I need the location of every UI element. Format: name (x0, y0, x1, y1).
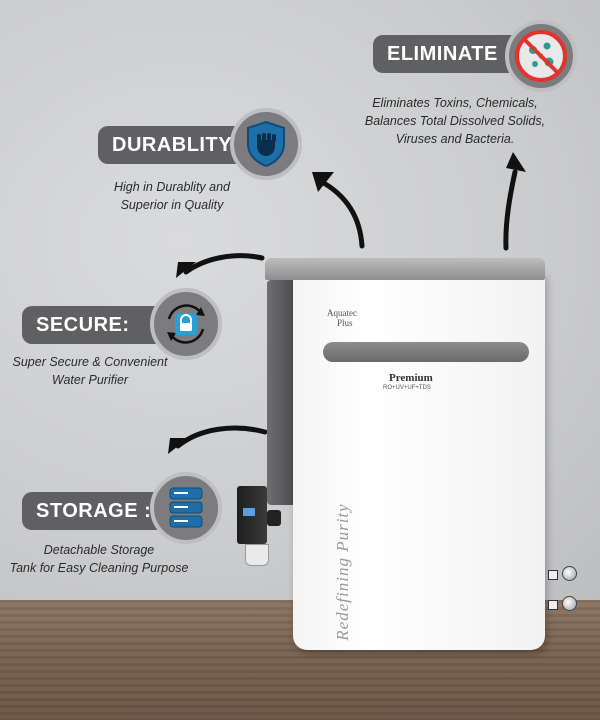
fist-shield-icon (247, 120, 285, 168)
durability-title: DURABLITY : (112, 133, 245, 156)
secure-title: SECURE: (36, 313, 130, 336)
inlet-knob-1 (562, 566, 577, 581)
model-name: Premium (389, 372, 433, 384)
tagline: Redefining Purity (333, 503, 352, 641)
durability-desc-line-1: High in Durablity and (113, 180, 231, 194)
durability-description: High in Durablity and Superior in Qualit… (82, 178, 262, 214)
purifier-top-cap (265, 258, 545, 280)
storage-label: STORAGE : (22, 492, 172, 530)
water-purifier: Aquatec Plus Premium RO+UV+UF+TDS Redefi… (237, 258, 585, 678)
eliminate-title: ELIMINATE : (387, 42, 512, 65)
storage-description: Detachable Storage Tank for Easy Cleanin… (4, 541, 194, 577)
durability-label: DURABLITY : (98, 126, 248, 164)
side-indicator-2 (548, 600, 558, 610)
secure-desc-line-1: Super Secure & Convenient (12, 355, 168, 369)
eliminate-description: Eliminates Toxins, Chemicals, Balances T… (340, 94, 570, 148)
no-germs-icon (515, 30, 567, 82)
purifier-body: Aquatec Plus Premium RO+UV+UF+TDS Redefi… (293, 272, 545, 650)
purifier-handle (323, 342, 529, 362)
arrow-secure (183, 253, 265, 275)
arrow-eliminate (503, 169, 518, 251)
storage-desc-line-1: Detachable Storage (43, 543, 155, 557)
eliminate-desc-line-1: Eliminates Toxins, Chemicals, (372, 96, 538, 110)
lock-refresh-icon (167, 304, 205, 344)
brand-line-2: Plus (337, 318, 353, 328)
database-icon (169, 487, 203, 528)
eliminate-desc-line-2: Balances Total Dissolved Solids, (364, 114, 546, 128)
eliminate-desc-line-3: Viruses and Bacteria. (395, 132, 515, 146)
durability-desc-line-2: Superior in Quality (120, 198, 224, 212)
model-subtitle: RO+UV+UF+TDS (383, 385, 431, 391)
arrow-storage (175, 425, 268, 449)
arrow-durability (319, 179, 365, 249)
secure-icon-circle (150, 288, 222, 360)
water-tap (237, 486, 281, 566)
secure-label: SECURE: (22, 306, 172, 344)
purifier-side-strip (267, 280, 297, 505)
inlet-knob-2 (562, 596, 577, 611)
secure-desc-line-2: Water Purifier (51, 373, 129, 387)
secure-description: Super Secure & Convenient Water Purifier (2, 353, 178, 389)
storage-desc-line-2: Tank for Easy Cleaning Purpose (9, 561, 189, 575)
brand-line-1: Aquatec (327, 308, 357, 318)
brand-logo: Aquatec Plus (327, 308, 357, 328)
storage-icon-circle (150, 472, 222, 544)
durability-icon-circle (230, 108, 302, 180)
side-indicator-1 (548, 570, 558, 580)
eliminate-icon-circle (505, 20, 577, 92)
storage-title: STORAGE : (36, 499, 152, 522)
